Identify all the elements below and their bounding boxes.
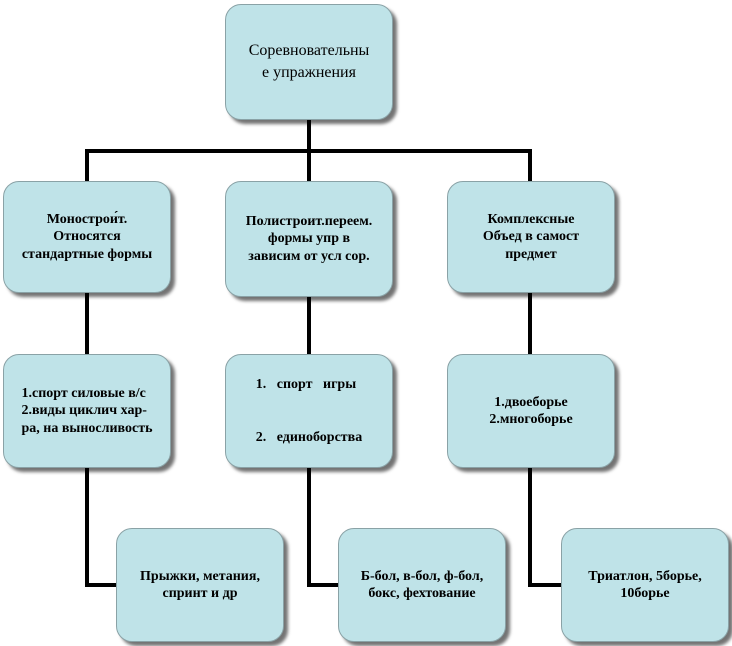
example-1-line-2: спринт и др bbox=[162, 586, 238, 601]
detail-2-line-1: 1. спорт игры bbox=[255, 377, 357, 392]
example-1-line-1: Прыжки, метания, bbox=[140, 568, 260, 584]
example-2-line-2: бокс, фехтование bbox=[368, 586, 476, 601]
connector-detail-2-to-example-2 bbox=[307, 466, 340, 587]
detail-2-line-2: 2. единоборства bbox=[255, 429, 363, 445]
category-1-line-2: Относятся bbox=[53, 229, 121, 245]
example-3-line-2: 10борье bbox=[620, 586, 670, 601]
category-node-polystructural: Полистроит.переем. формы упр в зависим о… bbox=[225, 181, 393, 297]
category-node-complex: Комплексные Объед в самост предмет bbox=[447, 181, 615, 293]
example-2-line-1: Б-бол, в-бол, ф-бол, bbox=[360, 568, 484, 584]
example-node-complex: Триатлон, 5борье, 10борье bbox=[561, 528, 729, 642]
root-node-line-1: Соревновательны bbox=[248, 41, 370, 59]
detail-3-line-2: 2.многоборье bbox=[489, 412, 573, 427]
connector-detail-1-to-example-1 bbox=[85, 466, 118, 587]
example-node-polystructural: Б-бол, в-бол, ф-бол, бокс, фехтование bbox=[338, 528, 506, 642]
root-node-line-2: е упражнения bbox=[262, 64, 356, 81]
example-3-line-1: Триатлон, 5борье, bbox=[588, 568, 702, 584]
category-2-line-3: зависим от усл сор. bbox=[248, 248, 370, 264]
category-2-line-2: формы упр в bbox=[267, 231, 351, 247]
example-node-monostructural: Прыжки, метания, спринт и др bbox=[116, 528, 284, 642]
detail-1-line-3: ра, на выносливость bbox=[21, 420, 153, 436]
category-3-line-3: предмет bbox=[505, 246, 557, 262]
category-1-line-1: Монострои́т. bbox=[46, 211, 128, 227]
detail-3-line-1: 1.двоеборье bbox=[494, 394, 568, 410]
category-3-line-2: Объед в самост bbox=[482, 229, 580, 245]
detail-1-line-2: 2.виды циклич хар- bbox=[21, 403, 147, 419]
detail-1-line-1: 1.спорт силовые в/с bbox=[21, 385, 146, 401]
root-node: Соревновательны е упражнения bbox=[225, 4, 393, 120]
category-1-line-3: стандартные формы bbox=[21, 246, 153, 262]
category-2-line-1: Полистроит.переем. bbox=[245, 213, 373, 229]
detail-node-polystructural: 1. спорт игры 2. единоборства bbox=[225, 354, 393, 468]
detail-node-monostructural: 1.спорт силовые в/с 2.виды циклич хар- р… bbox=[3, 354, 171, 468]
category-3-line-1: Комплексные bbox=[487, 211, 575, 227]
category-node-monostructural: Монострои́т. Относятся стандартные формы bbox=[3, 181, 171, 293]
detail-node-complex: 1.двоеборье 2.многоборье bbox=[447, 354, 615, 468]
connector-detail-3-to-example-3 bbox=[528, 466, 563, 587]
